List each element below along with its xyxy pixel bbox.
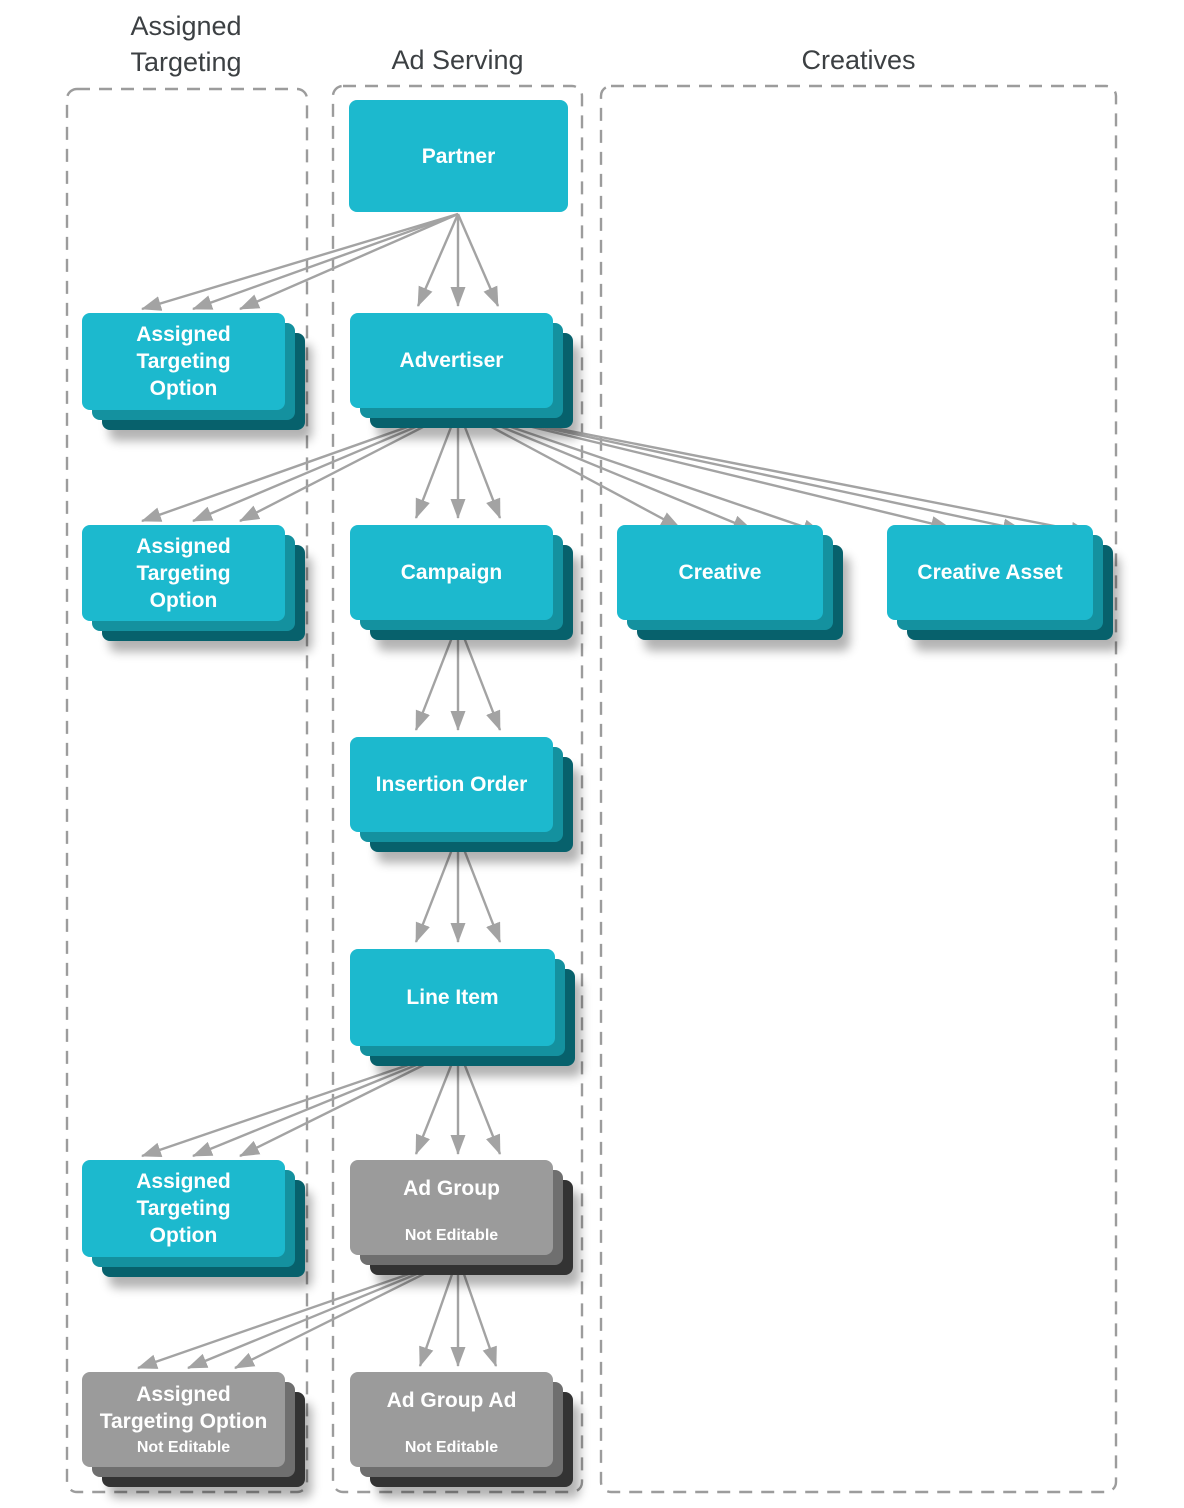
column-title-creatives: Creatives (801, 45, 916, 75)
not-editable-badge: Not Editable (136, 1439, 231, 1456)
node-creative-label: Creative (678, 561, 762, 584)
edge-line-item-ato-line-item (141, 1046, 459, 1158)
node-ad-group-ad-label: Ad Group Ad (386, 1389, 517, 1412)
node-insertion-order-label: Insertion Order (375, 773, 528, 796)
edge-advertiser-ato-advertiser (141, 407, 459, 523)
node-campaign-label: Campaign (400, 561, 503, 584)
edge-ad-group-ad-group-ad (418, 1256, 498, 1367)
node-assigned-targeting-option-partner: Assigned Targeting Option (82, 313, 285, 410)
node-creative-asset-label: Creative Asset (917, 561, 1063, 584)
node-advertiser: Advertiser (350, 313, 553, 408)
node-advertiser-label: Advertiser (399, 349, 504, 372)
edge-insertion-order-line-item (414, 833, 502, 943)
node-assigned-targeting-option-line-item: Assigned Targeting Option (82, 1160, 285, 1257)
not-editable-badge: Not Editable (404, 1439, 499, 1456)
column-border-assigned-targeting (65, 87, 309, 1494)
edge-line-item-ad-group (414, 1047, 502, 1155)
node-line-item: Line Item (350, 949, 555, 1046)
node-ad-group-ad: Ad Group Ad Not Editable (350, 1372, 553, 1467)
node-label: Assigned Targeting Option (136, 534, 231, 612)
node-line-item-label: Line Item (406, 986, 499, 1009)
node-campaign: Campaign (350, 525, 553, 620)
node-assigned-targeting-option-ad-group: Assigned Targeting Option Not Editable (82, 1372, 285, 1467)
node-ad-group-label: Ad Group (403, 1177, 500, 1200)
node-label: Assigned Targeting Option (99, 1383, 268, 1433)
node-creative-asset: Creative Asset (887, 525, 1093, 620)
not-editable-badge: Not Editable (404, 1227, 499, 1244)
node-creative: Creative (617, 525, 823, 620)
node-insertion-order: Insertion Order (350, 737, 553, 832)
edge-partner-ato-partner (141, 212, 459, 311)
node-assigned-targeting-option-advertiser: Assigned Targeting Option (82, 525, 285, 621)
edge-partner-advertiser (416, 213, 500, 307)
node-ad-group: Ad Group Not Editable (350, 1160, 553, 1255)
column-title-assigned-targeting: Assigned Targeting (130, 11, 242, 77)
edge-campaign-insertion-order (414, 621, 502, 731)
edge-advertiser-creative (457, 407, 823, 535)
node-partner-label: Partner (421, 144, 496, 168)
node-label: Assigned Targeting Option (136, 1170, 231, 1247)
edge-advertiser-campaign (414, 408, 502, 519)
node-label: Assigned Targeting Option (136, 323, 231, 400)
column-title-ad-serving: Ad Serving (391, 45, 524, 75)
column-border-ad-serving (331, 84, 584, 1494)
node-partner: Partner (349, 100, 568, 212)
column-border-creatives (599, 84, 1118, 1494)
edge-ad-group-ato-ad-group (137, 1255, 459, 1370)
edge-advertiser-creative-asset (457, 407, 1091, 537)
